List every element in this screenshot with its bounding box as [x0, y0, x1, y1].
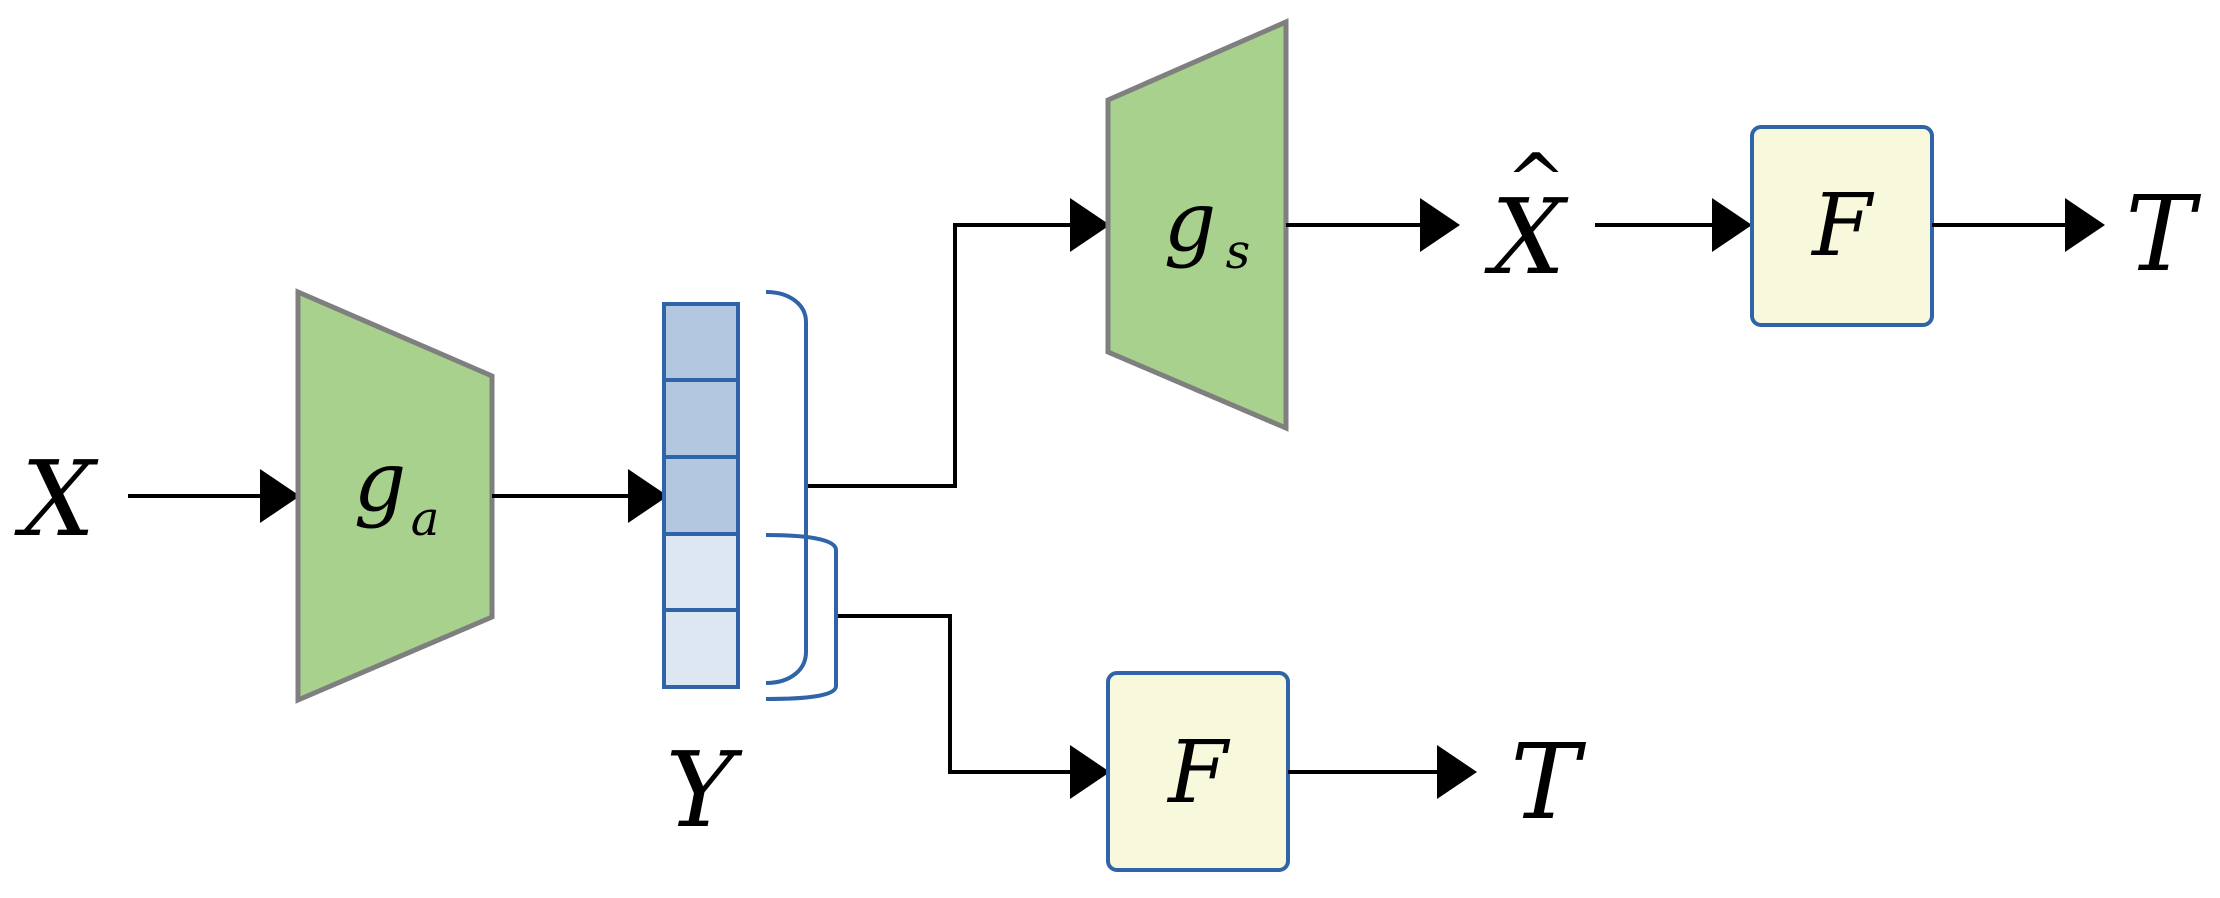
analysis-transform-label: g	[354, 435, 407, 530]
task-model-bottom-label: F	[1166, 723, 1231, 823]
arrow-reconstruction-to-task-model	[1595, 198, 1752, 252]
arrow-task-model-bottom-to-output	[1288, 745, 1477, 799]
task-output-bottom-label: T	[1510, 721, 1586, 843]
task-model-top-block: F	[1750, 125, 1934, 327]
reconstruction-x-label: X	[1484, 176, 1569, 298]
reconstruction-hat-accent: ^	[1506, 138, 1566, 222]
full-latent-bracket	[765, 290, 808, 685]
partial-latent-bracket	[765, 533, 838, 701]
task-model-bottom-block: F	[1106, 671, 1290, 872]
analysis-transform-block: g a	[295, 288, 495, 704]
arrow-latent-to-synthesis	[808, 198, 1110, 488]
task-output-top-label: T	[2125, 173, 2201, 295]
latent-y-label: Y	[666, 729, 743, 851]
synthesis-transform-block: g s	[1105, 18, 1289, 432]
arrow-analysis-to-latent	[492, 469, 668, 523]
latent-element-2	[662, 378, 740, 459]
arrow-task-model-top-to-output	[1932, 198, 2105, 252]
latent-element-4	[662, 532, 740, 612]
input-x-label: X	[14, 438, 99, 560]
latent-vector	[662, 302, 740, 689]
synthesis-transform-label: g	[1164, 175, 1217, 270]
latent-element-1	[662, 302, 740, 382]
reconstruction-label-group: X ^	[1484, 138, 1569, 298]
synthesis-transform-subscript: s	[1226, 224, 1251, 280]
latent-element-5	[662, 608, 740, 689]
arrow-input-to-analysis	[128, 469, 300, 523]
arrow-latent-to-task-model	[838, 614, 1110, 799]
analysis-transform-subscript: a	[411, 491, 440, 547]
latent-element-3	[662, 455, 740, 536]
task-model-top-label: F	[1810, 176, 1875, 276]
arrow-synthesis-to-reconstruction	[1286, 198, 1460, 252]
